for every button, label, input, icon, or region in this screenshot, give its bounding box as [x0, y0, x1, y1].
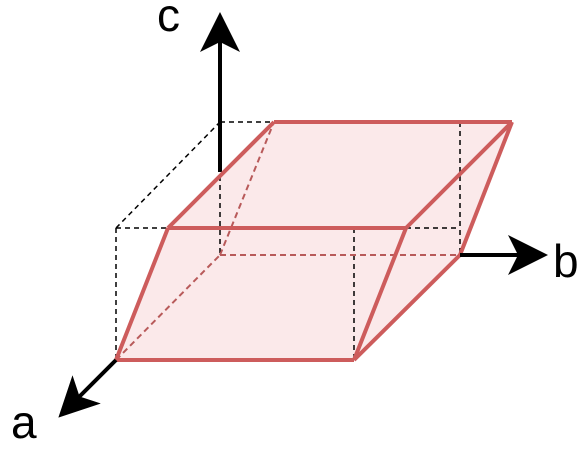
b-axis-label: b: [553, 235, 579, 287]
sheared-cell-hidden-edges: [115, 121, 460, 361]
a-axis-arrow: [58, 358, 118, 418]
visible-edge: [458, 121, 514, 256]
a-axis-label: a: [11, 396, 37, 448]
sheared-cell-front-face: [116, 228, 406, 360]
visible-edge: [404, 120, 514, 230]
sheared-cell: [116, 122, 512, 360]
visible-edge: [114, 227, 170, 361]
visible-edge: [352, 253, 462, 362]
visible-edge: [166, 120, 276, 230]
sheared-cell-top-face: [168, 122, 512, 228]
reference-box-edge: [115, 121, 221, 229]
sheared-cell-visible-edges: [114, 120, 514, 362]
hidden-edge: [219, 121, 275, 256]
sheared-cell-right-face: [354, 122, 512, 360]
visible-edge: [352, 227, 408, 361]
hidden-edge: [115, 254, 221, 361]
c-axis-label: c: [157, 0, 180, 41]
